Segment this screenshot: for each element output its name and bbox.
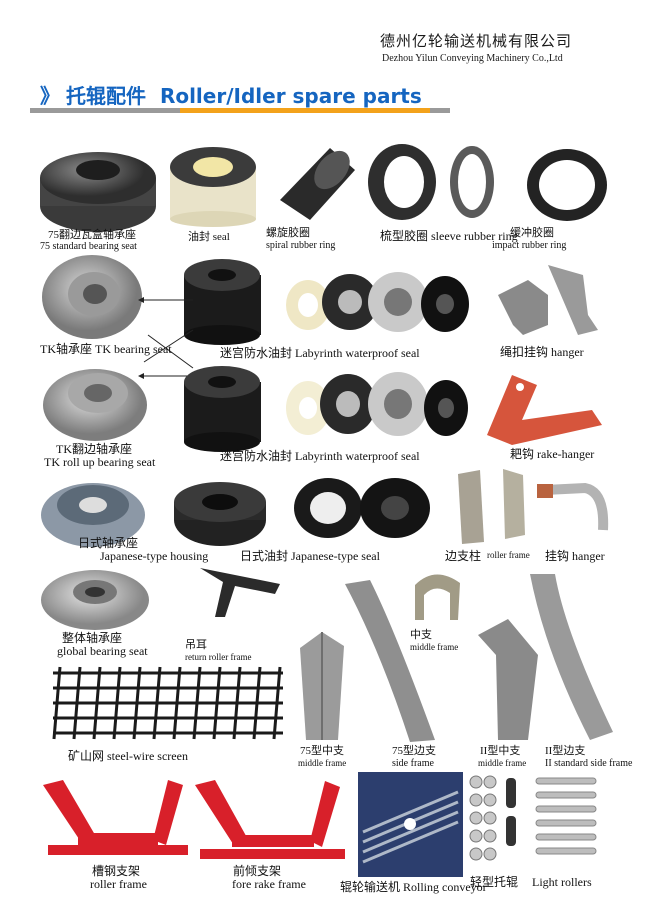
sleeve-label: 梳型胶圈 sleeve rubber ring — [380, 229, 518, 243]
middle-label-cn: 中支 — [410, 629, 432, 641]
japanese-housing-photo — [41, 483, 145, 547]
japanese-seal-photo-2 — [294, 478, 430, 538]
tk-seat-label: TK轴承座 TK bearing seat — [40, 342, 172, 356]
tk-roll-label-cn: TK翻边轴承座 — [56, 442, 132, 456]
rope-hanger-photo — [498, 265, 598, 335]
company-name-en: Dezhou Yilun Conveying Machinery Co.,Ltd — [382, 53, 563, 64]
title-underline-orange — [180, 108, 430, 113]
bearing75-label-en: 75 standard bearing seat — [40, 241, 137, 252]
conveyor-label: 辊轮输送机 Rolling conveyor — [340, 880, 487, 894]
side-bracket-photo — [458, 470, 484, 544]
middle-label-en: middle frame — [410, 642, 459, 652]
tk-bearing-seat-photo — [42, 255, 142, 339]
labyrinth-label-1: 迷宫防水油封 Labyrinth waterproof seal — [220, 346, 420, 360]
tk-roll-label-en: TK roll up bearing seat — [44, 455, 156, 469]
bearing-seat-75-photo — [40, 152, 156, 232]
m75-label-en: middle frame — [298, 758, 347, 768]
jp-housing-label-cn: 日式轴承座 — [78, 536, 139, 550]
spiral-rubber-ring-photo — [280, 148, 355, 220]
channel-roller-frame-photo — [43, 780, 188, 855]
s75-label-en: side frame — [392, 758, 434, 769]
impact-label-cn: 缓冲胶圈 — [510, 227, 554, 239]
s2-label-en: II standard side frame — [545, 758, 633, 769]
labyrinth-parts-photo-1 — [286, 272, 469, 332]
title-arrow-icon: 》 — [40, 84, 60, 108]
company-name-cn: 德州亿轮输送机械有限公司 — [380, 32, 573, 50]
bearing75-label-cn: 75翻边瓦盒轴承座 — [48, 229, 136, 241]
s75-label-cn: 75型边支 — [392, 745, 436, 757]
labyrinth-parts-photo-2 — [286, 372, 468, 436]
impact-rubber-ring-photo — [527, 149, 607, 221]
middle-frame-75-photo — [300, 632, 344, 740]
rake-hanger-label: 耙钩 rake-hanger — [510, 447, 595, 461]
jp-housing-label-en: Japanese-type housing — [100, 549, 209, 563]
rake-hanger-photo — [487, 375, 602, 445]
return-roller-frame-photo — [200, 568, 280, 617]
impact-label-en: impact rubber ring — [492, 240, 567, 251]
global-label-cn: 整体轴承座 — [62, 631, 123, 645]
tk-rollup-seat-photo — [43, 369, 147, 441]
spiral-label-en: spiral rubber ring — [266, 240, 336, 251]
jp-seal-label: 日式油封 Japanese-type seal — [240, 549, 380, 563]
oil-seal-photo — [170, 147, 256, 227]
rolling-conveyor-photo — [358, 772, 463, 877]
labyrinth-seal-photo-1 — [184, 259, 261, 345]
light-label-cn: 轻型托辊 — [470, 875, 519, 889]
pointer-arrows-icon — [138, 297, 194, 379]
sleeve-rubber-ring-photo-a — [368, 144, 436, 220]
s2-label-cn: II型边支 — [545, 745, 586, 757]
spiral-label-cn: 螺旋胶圈 — [266, 227, 310, 239]
japanese-seal-photo-1 — [174, 482, 266, 546]
steel-wire-screen-photo — [52, 666, 283, 740]
channel-label-en: roller frame — [90, 877, 147, 891]
roller-frame-small-label: roller frame — [487, 550, 530, 560]
middle-frame-ii-photo — [478, 619, 538, 740]
channel-label-cn: 槽钢支架 — [92, 864, 141, 878]
return-label-cn: 吊耳 — [185, 639, 207, 651]
hanger-label-1: 绳扣挂钩 hanger — [500, 345, 584, 359]
side-bracket-label: 边支柱 — [445, 549, 482, 563]
sleeve-rubber-ring-photo-b — [450, 146, 494, 218]
light-rollers-photo — [469, 775, 597, 861]
labyrinth-seal-photo-2 — [184, 366, 261, 452]
global-bearing-seat-photo — [41, 570, 149, 630]
return-label-en: return roller frame — [185, 652, 252, 662]
hook-hanger-label: 挂钩 hanger — [545, 549, 605, 563]
global-label-en: global bearing seat — [57, 644, 148, 658]
m2-label-cn: II型中支 — [480, 745, 521, 757]
middle-frame-photo — [415, 574, 460, 620]
title-en: Roller/Idler spare parts — [159, 84, 422, 108]
page-title: 》托辊配件 Roller/Idler spare parts — [40, 80, 422, 109]
hook-hanger-photo — [537, 482, 609, 531]
m75-label-cn: 75型中支 — [300, 745, 344, 757]
fore-label-en: fore rake frame — [232, 877, 306, 891]
screen-label: 矿山网 steel-wire screen — [68, 749, 188, 763]
light-label-en: Light rollers — [532, 875, 592, 889]
fore-rake-frame-photo — [195, 780, 345, 859]
m2-label-en: middle frame — [478, 758, 527, 768]
title-cn: 托辊配件 — [66, 84, 146, 108]
roller-frame-small-photo — [503, 469, 525, 539]
labyrinth-label-2: 迷宫防水油封 Labyrinth waterproof seal — [220, 449, 420, 463]
side-frame-ii-photo — [530, 574, 613, 740]
fore-label-cn: 前倾支架 — [233, 864, 282, 878]
oilseal-label: 油封 seal — [188, 231, 230, 243]
side-frame-75-photo — [345, 580, 435, 742]
